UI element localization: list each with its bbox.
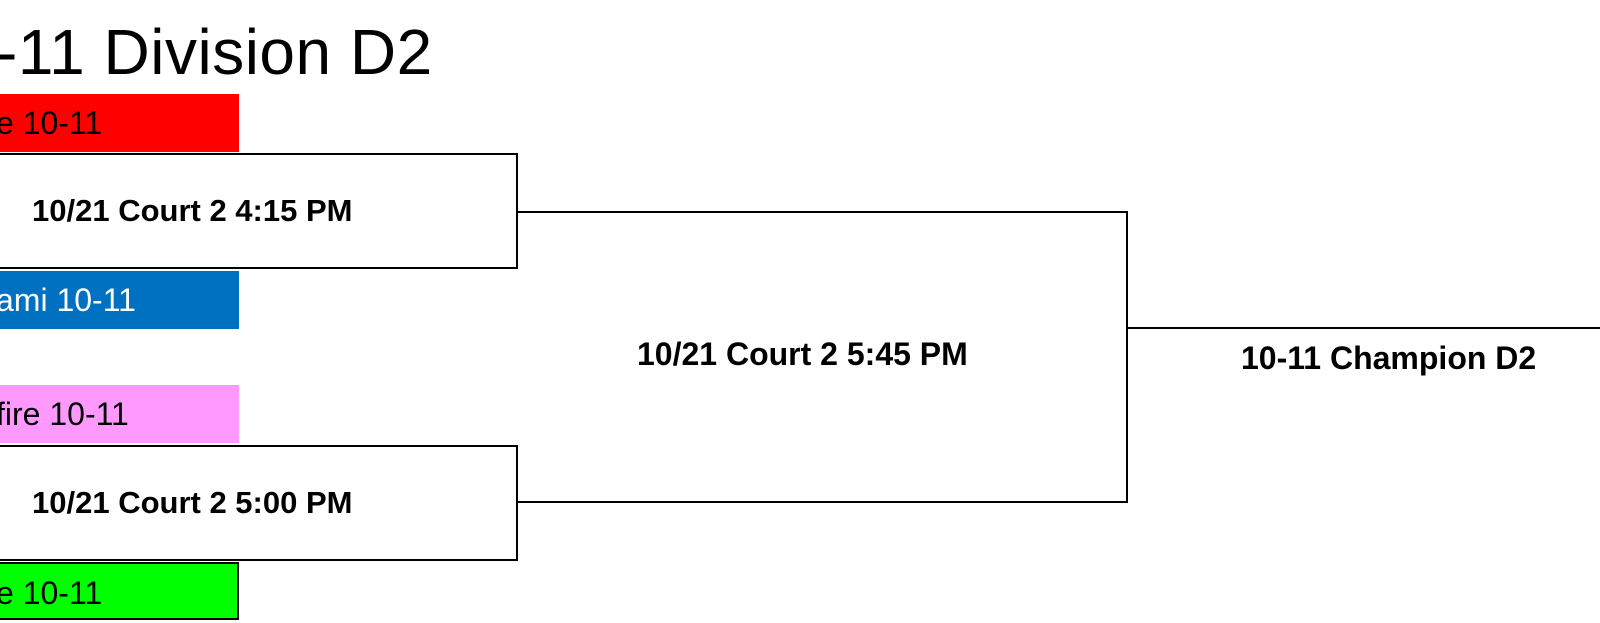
team-slot-4: e 10-11 [0,562,239,620]
team-slot-4-label: e 10-11 [0,575,103,611]
connector-champion [1126,327,1600,329]
semifinal-1-label: 10/21 Court 2 4:15 PM [32,193,353,228]
team-slot-3: fire 10-11 [0,385,239,443]
semifinal-2-box: 10/21 Court 2 5:00 PM [0,445,518,561]
final-game-label: 10/21 Court 2 5:45 PM [637,336,968,372]
team-slot-1-label: e 10-11 [0,105,103,141]
team-slot-2-label: ami 10-11 [0,282,136,318]
team-slot-3-label: fire 10-11 [0,396,129,432]
team-slot-1: e 10-11 [0,94,239,152]
bracket-title: -11 Division D2 [0,16,433,88]
connector-final-vertical [1126,211,1128,503]
connector-semifinal-2 [518,501,1128,503]
semifinal-2-label: 10/21 Court 2 5:00 PM [32,485,353,520]
team-slot-2: ami 10-11 [0,271,239,329]
semifinal-1-box: 10/21 Court 2 4:15 PM [0,153,518,269]
connector-semifinal-1 [518,211,1128,213]
champion-label: 10-11 Champion D2 [1241,340,1537,376]
